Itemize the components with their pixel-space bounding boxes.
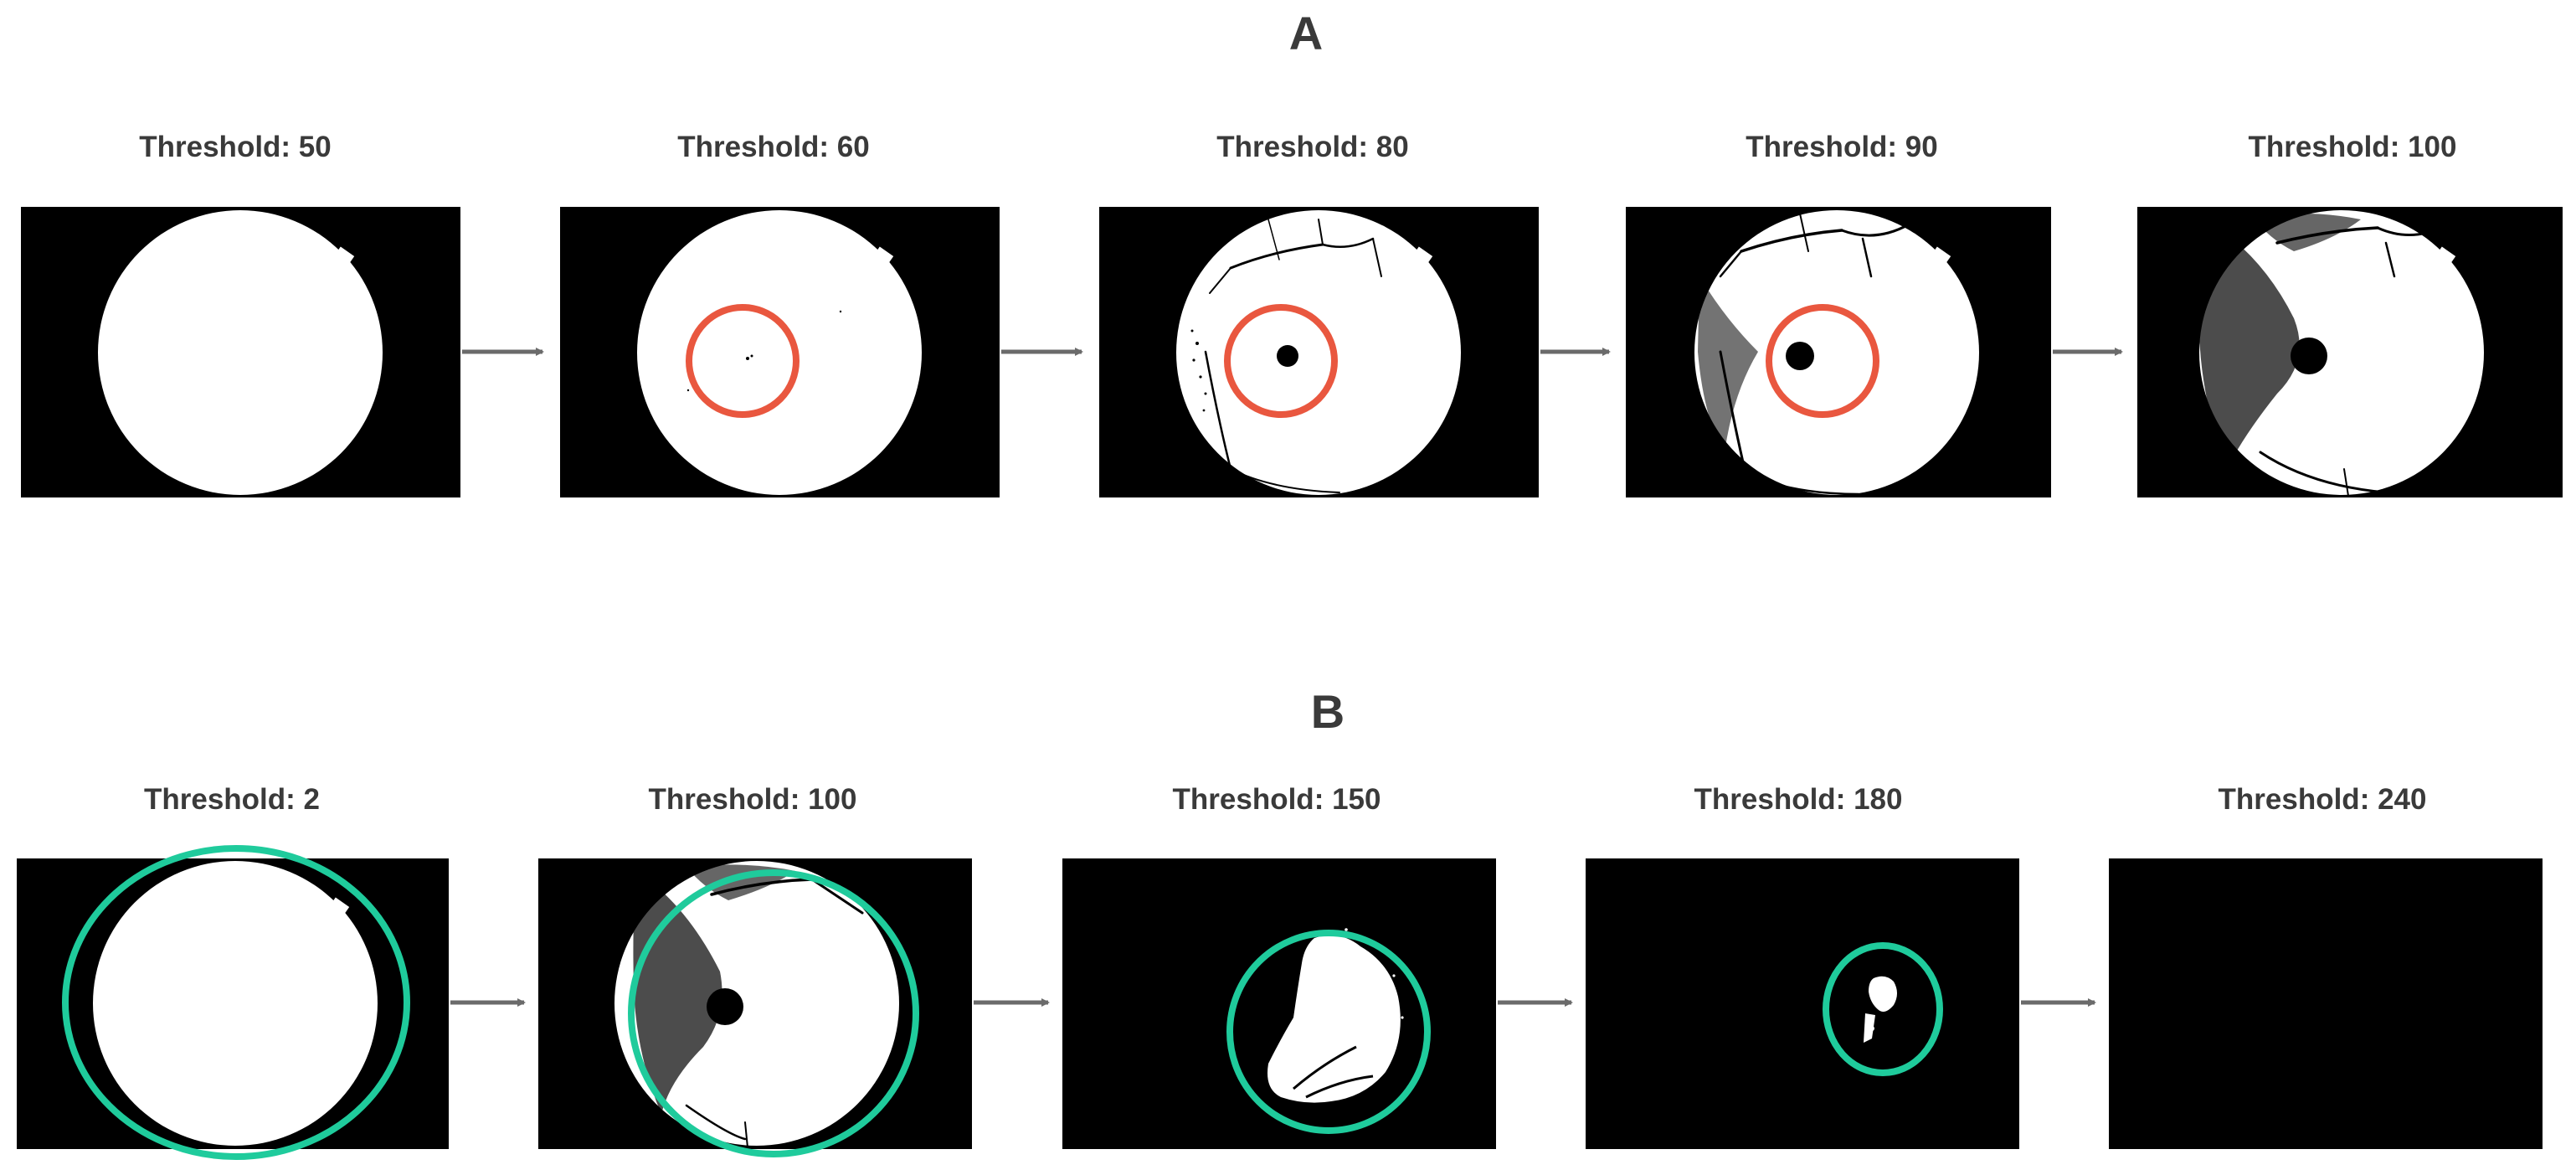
bright-blob — [1869, 976, 1897, 1012]
highlight-ring-red — [686, 304, 800, 418]
row-b-panel-3-title: Threshold: 150 — [1172, 783, 1381, 816]
row-a-panel-3-title: Threshold: 80 — [1216, 131, 1409, 163]
vessel-lines — [1719, 213, 1910, 496]
fundus-mask — [93, 861, 378, 1146]
row-b-label: B — [1310, 685, 1345, 738]
highlight-ring-green — [628, 869, 919, 1157]
row-a-panel-5 — [2137, 207, 2563, 497]
blob-veins — [1293, 1045, 1374, 1099]
optic-spot — [2291, 338, 2327, 374]
row-a-panel-1-title: Threshold: 50 — [139, 131, 332, 163]
vessel-lines — [2259, 224, 2446, 497]
optic-spot — [707, 988, 743, 1025]
row-b-panel-4 — [1586, 858, 2019, 1149]
row-b-panel-1-title: Threshold: 2 — [143, 783, 321, 816]
row-a-panel-2-title: Threshold: 60 — [677, 131, 870, 163]
row-b-panel-2 — [538, 858, 972, 1149]
fundus-mask — [1176, 210, 1461, 495]
notch-marker — [1930, 246, 1951, 266]
row-a-label: A — [1288, 7, 1324, 59]
highlight-ring-red — [1766, 304, 1879, 418]
row-b-panel-5-title: Threshold: 240 — [2218, 783, 2427, 816]
row-b-panel-1 — [17, 858, 449, 1149]
speck — [746, 357, 749, 360]
notch-marker — [1411, 246, 1433, 266]
speck — [686, 389, 690, 392]
bright-blob — [1267, 935, 1401, 1103]
fundus-mask — [1694, 210, 1979, 495]
dark-region-left — [1698, 276, 1758, 452]
fundus-mask — [98, 210, 383, 495]
row-a-panel-3 — [1099, 207, 1539, 497]
speck — [750, 354, 753, 358]
fundus-mask — [637, 210, 922, 495]
highlight-ring-green — [1226, 930, 1431, 1134]
row-a-panel-2 — [560, 207, 1000, 497]
notch-marker — [872, 246, 894, 266]
highlight-ring-green — [62, 845, 410, 1160]
vessel-lines — [685, 878, 864, 1148]
row-a-panel-4 — [1626, 207, 2051, 497]
row-b-panel-4-title: Threshold: 180 — [1694, 783, 1903, 816]
panel-background — [2109, 858, 2543, 1149]
highlight-ring-red — [1224, 304, 1338, 418]
row-b-panel-5 — [2109, 858, 2543, 1149]
bright-blob-tail — [1864, 1013, 1875, 1043]
highlight-ring-green — [1823, 942, 1943, 1076]
row-a-panel-5-title: Threshold: 100 — [2248, 131, 2457, 163]
panel-background — [1586, 858, 2019, 1149]
row-b-panel-2-title: Threshold: 100 — [648, 783, 857, 816]
dark-region-left — [2198, 218, 2300, 469]
notch-marker — [2435, 246, 2456, 266]
row-a-panel-1 — [21, 207, 460, 497]
optic-spot — [1277, 345, 1298, 367]
row-b-panel-3 — [1062, 858, 1496, 1149]
speck — [839, 310, 842, 313]
row-a-panel-4-title: Threshold: 90 — [1746, 131, 1938, 163]
vessel-lines — [1204, 219, 1382, 493]
dot-noise — [1190, 329, 1207, 412]
notch-marker — [328, 897, 350, 917]
optic-spot — [1786, 342, 1814, 370]
notch-marker — [333, 246, 355, 266]
panel-background — [1062, 858, 1496, 1149]
bright-speck — [1869, 1026, 1874, 1031]
